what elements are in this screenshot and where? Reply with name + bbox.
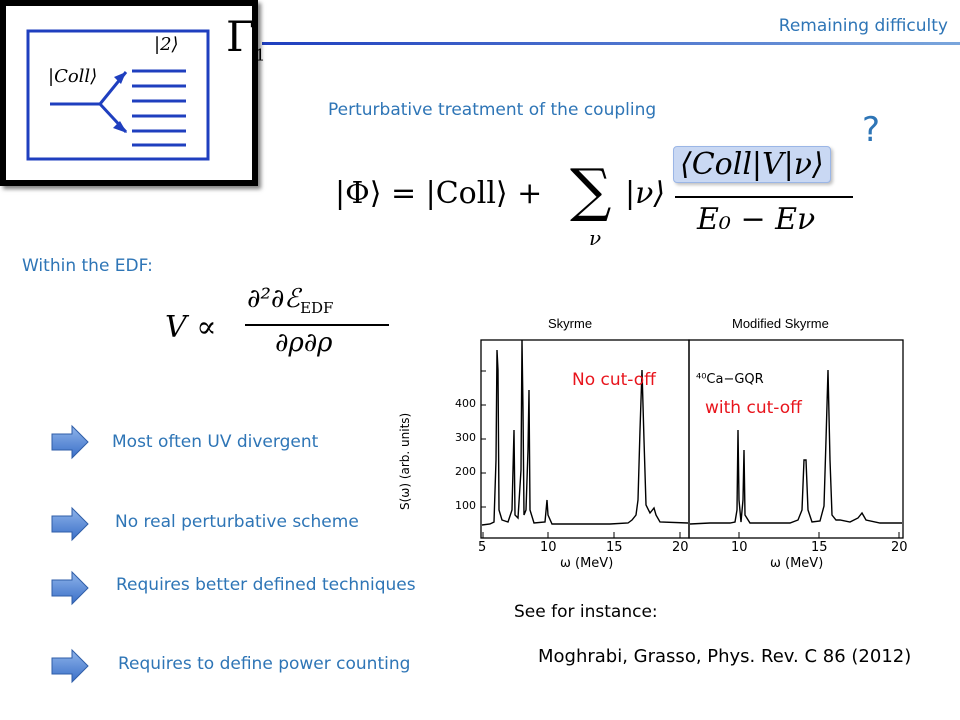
fraction-bar [675,196,853,198]
y-tick-100: 100 [455,499,476,512]
x-tick-left-15: 15 [606,540,623,555]
reference-citation: Moghrabi, Grasso, Phys. Rev. C 86 (2012) [538,646,912,667]
sum-index: ν [589,226,602,250]
matrix-element-numerator: ⟨Coll|V|ν⟩ [673,146,831,183]
coupling-diagram [26,29,210,161]
nucleus-label: ⁴⁰Ca−GQR [696,372,764,387]
state-2-label: |2⟩ [154,34,179,55]
reference-intro: See for instance: [514,602,658,622]
annotation-no-cut-off: No cut-off [572,370,656,390]
energy-denominator: E₀ − Eν [697,202,816,237]
bullet-better-techniques: Requires better defined techniques [116,575,416,595]
strength-function-figure: Skyrme Modified Skyrme S(ω) (arb. units)… [398,310,930,585]
question-mark: ? [862,110,881,150]
equation-lhs: |Φ⟩ = |Coll⟩ + [335,176,543,211]
edf-coupling-equation: V ∝ ∂²∂ℰEDF ∂ρ∂ρ [165,282,395,382]
title-rule [262,42,960,45]
edf-lhs: V ∝ [165,310,217,345]
x-tick-right-10: 10 [731,540,748,555]
bullet-no-perturbative-scheme: No real perturbative scheme [115,512,359,532]
coll-state-label: |Coll⟩ [48,66,98,87]
edf-denominator: ∂ρ∂ρ [275,328,333,358]
edf-numerator: ∂²∂ℰEDF [247,284,334,318]
annotation-with-cut-off: with cut-off [705,398,802,418]
x-tick-left-20: 20 [672,540,689,555]
gamma-symbol: Γ1 [226,12,266,65]
edf-heading: Within the EDF: [22,256,153,276]
figure-y-axis-label: S(ω) (arb. units) [398,412,412,510]
sum-symbol: ∑ [570,156,612,224]
x-axis-label-right: ω (MeV) [770,556,824,571]
state-expansion-equation: |Φ⟩ = |Coll⟩ + ∑ ν |ν⟩ ⟨Coll|V|ν⟩ E₀ − E… [335,146,855,256]
y-tick-200: 200 [455,465,476,478]
x-tick-right-20: 20 [891,540,908,555]
x-axis-label-left: ω (MeV) [560,556,614,571]
left-panel-title: Skyrme [548,316,593,331]
x-tick-left-5: 5 [478,540,487,555]
right-panel-title: Modified Skyrme [732,316,829,331]
spectrum-plot [480,339,904,539]
y-tick-400: 400 [455,397,476,410]
slide-title: Remaining difficulty [778,16,948,36]
perturbative-heading: Perturbative treatment of the coupling [328,100,657,120]
bullet-arrow-icon [51,570,89,606]
bullet-uv-divergent: Most often UV divergent [112,432,319,452]
x-tick-right-15: 15 [811,540,828,555]
x-tick-left-10: 10 [540,540,557,555]
bullet-arrow-icon [51,648,89,684]
edf-fraction-bar [245,324,389,326]
inset-frame: |Coll⟩ |2⟩ [0,0,258,186]
y-tick-300: 300 [455,431,476,444]
bullet-power-counting: Requires to define power counting [118,654,411,674]
nu-ket: |ν⟩ [625,176,666,211]
bullet-arrow-icon [51,506,89,542]
bullet-arrow-icon [51,424,89,460]
